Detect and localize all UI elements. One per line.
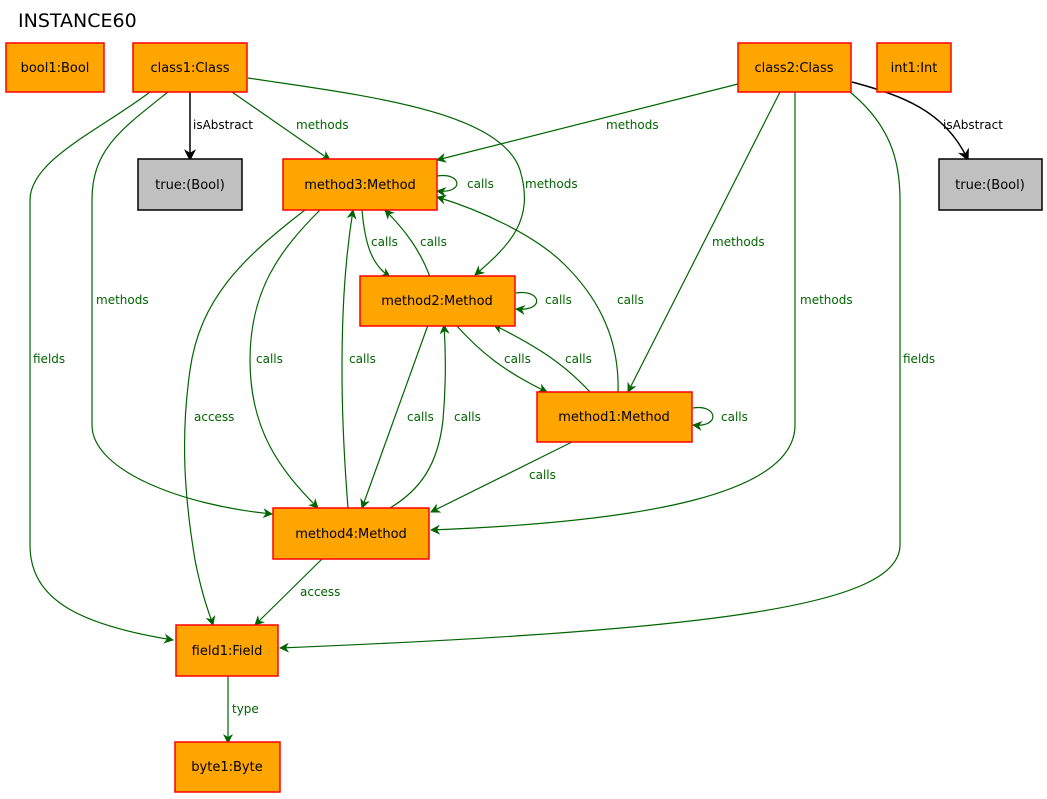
node-method4[interactable]: method4:Method bbox=[272, 507, 430, 560]
diagram-title: INSTANCE60 bbox=[18, 10, 137, 32]
edge-method2-method1 bbox=[455, 324, 548, 393]
node-label: true:(Bool) bbox=[155, 178, 225, 193]
edge-label: isAbstract bbox=[943, 118, 1003, 132]
node-method3[interactable]: method3:Method bbox=[282, 158, 438, 211]
node-method2[interactable]: method2:Method bbox=[359, 275, 516, 327]
edge-label: calls bbox=[420, 235, 447, 249]
edge-label: methods bbox=[296, 118, 349, 132]
edge-method3-method4 bbox=[249, 209, 321, 509]
edge-label: methods bbox=[606, 118, 659, 132]
edge-method3-field1 bbox=[183, 209, 306, 626]
edge-method4-field1 bbox=[254, 558, 323, 626]
edge-label: methods bbox=[96, 293, 149, 307]
edge-label: calls bbox=[545, 293, 572, 307]
edge-method3-self bbox=[436, 174, 458, 197]
edge-label: calls bbox=[529, 468, 556, 482]
node-class2[interactable]: class2:Class bbox=[737, 42, 852, 93]
node-label: field1:Field bbox=[192, 644, 263, 659]
edge-class1-methods-method2 bbox=[247, 77, 525, 276]
edge-label: fields bbox=[903, 352, 935, 366]
edge-method2-self bbox=[515, 291, 538, 315]
node-field1[interactable]: field1:Field bbox=[175, 624, 279, 677]
edge-label: methods bbox=[525, 177, 578, 191]
edge-label: calls bbox=[721, 410, 748, 424]
edge-method1-self bbox=[692, 407, 714, 431]
edge-label: calls bbox=[256, 352, 283, 366]
edge-class2-fields bbox=[279, 91, 901, 653]
edge-class1-methods-method3 bbox=[231, 91, 331, 161]
node-true-class1[interactable]: true:(Bool) bbox=[137, 158, 243, 211]
edge-label: access bbox=[194, 410, 234, 424]
edge-method2-method4 bbox=[360, 324, 429, 509]
node-label: method1:Method bbox=[558, 410, 670, 425]
node-label: class1:Class bbox=[150, 61, 229, 76]
edge-label: fields bbox=[33, 352, 65, 366]
edge-class1-methods-method4 bbox=[91, 91, 273, 519]
node-int1[interactable]: int1:Int bbox=[876, 42, 952, 93]
edge-method1-method3 bbox=[436, 194, 619, 393]
edge-label: calls bbox=[504, 352, 531, 366]
node-class1[interactable]: class1:Class bbox=[132, 42, 248, 93]
edge-label: type bbox=[232, 702, 259, 716]
edge-label: calls bbox=[617, 293, 644, 307]
node-bool1[interactable]: bool1:Bool bbox=[5, 42, 105, 93]
node-byte1[interactable]: byte1:Byte bbox=[174, 741, 281, 793]
node-true-class2[interactable]: true:(Bool) bbox=[938, 158, 1043, 211]
edge-label: calls bbox=[371, 235, 398, 249]
edge-method4-method2 bbox=[389, 324, 450, 509]
edge-label: calls bbox=[565, 352, 592, 366]
edge-label: calls bbox=[407, 410, 434, 424]
edge-label: methods bbox=[800, 293, 853, 307]
edge-label: access bbox=[300, 585, 340, 599]
edge-method2-method3 bbox=[384, 209, 431, 278]
edge-label: calls bbox=[454, 410, 481, 424]
edge-method1-method2 bbox=[493, 324, 591, 393]
node-label: method3:Method bbox=[304, 178, 416, 193]
node-label: method2:Method bbox=[381, 294, 493, 309]
node-label: true:(Bool) bbox=[955, 178, 1025, 193]
edge-label: isAbstract bbox=[193, 118, 253, 132]
edge-class1-fields bbox=[29, 91, 174, 644]
edge-class2-methods-method4 bbox=[430, 92, 796, 535]
edge-label: methods bbox=[712, 235, 765, 249]
node-label: int1:Int bbox=[891, 61, 938, 76]
edge-label: calls bbox=[349, 352, 376, 366]
node-label: byte1:Byte bbox=[191, 760, 262, 775]
edge-label: calls bbox=[467, 177, 494, 191]
node-method1[interactable]: method1:Method bbox=[536, 391, 693, 443]
edge-class2-isabstract bbox=[851, 81, 969, 162]
edge-method1-method4 bbox=[430, 441, 573, 513]
edge-class2-methods-method1 bbox=[627, 91, 781, 393]
node-label: method4:Method bbox=[295, 527, 407, 542]
node-label: bool1:Bool bbox=[21, 61, 90, 76]
node-label: class2:Class bbox=[754, 61, 833, 76]
edge-class2-methods-method3 bbox=[436, 83, 739, 163]
edge-method3-method2 bbox=[361, 209, 391, 278]
edge-method4-method3 bbox=[341, 209, 357, 509]
